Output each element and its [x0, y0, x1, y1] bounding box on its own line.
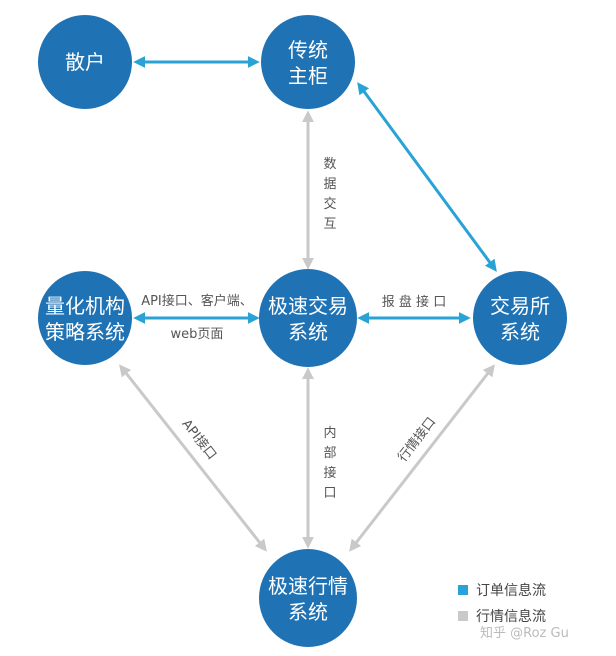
svg-text:接: 接 — [323, 465, 336, 481]
label-api-client: API接口、客户端、 — [141, 293, 253, 309]
svg-text:散户: 散户 — [65, 50, 105, 74]
node-fast-trade: 极速交易 系统 — [259, 269, 357, 367]
legend-order: 订单信息流 — [476, 582, 546, 599]
label-order-report: 报 盘 接 口 — [382, 294, 446, 310]
svg-text:极速交易: 极速交易 — [268, 294, 348, 318]
svg-text:据: 据 — [323, 177, 336, 192]
label-web-page: web页面 — [171, 327, 224, 342]
svg-text:主柜: 主柜 — [288, 64, 328, 88]
svg-text:系统: 系统 — [288, 320, 328, 344]
svg-text:系统: 系统 — [500, 320, 540, 344]
node-fast-quote: 极速行情 系统 — [259, 549, 357, 647]
edge-traditional-exchange — [357, 82, 497, 272]
label-quote-api: 行情接口 — [395, 414, 440, 465]
watermark: 知乎 @Roz Gu — [480, 625, 569, 641]
svg-text:极速行情: 极速行情 — [268, 574, 348, 598]
svg-text:系统: 系统 — [288, 600, 328, 624]
node-traditional-counter: 传统 主柜 — [261, 15, 355, 109]
edge-exchange-fastquote — [349, 364, 495, 552]
legend-quote: 行情信息流 — [476, 608, 546, 625]
svg-text:互: 互 — [323, 217, 336, 232]
label-data-exchange: 数 据 交 互 — [323, 157, 336, 232]
svg-text:量化机构: 量化机构 — [45, 294, 125, 318]
svg-text:策略系统: 策略系统 — [45, 320, 125, 344]
label-internal-api: 内 部 接 口 — [323, 425, 336, 501]
svg-text:传统: 传统 — [288, 38, 328, 62]
node-retail: 散户 — [38, 15, 132, 109]
svg-text:数: 数 — [323, 157, 336, 172]
legend-swatch-quote — [458, 611, 468, 621]
label-api: API接口 — [179, 416, 220, 463]
svg-text:口: 口 — [323, 486, 336, 501]
legend: 订单信息流 行情信息流 — [458, 582, 546, 625]
legend-swatch-order — [458, 585, 468, 595]
svg-text:交易所: 交易所 — [490, 294, 550, 318]
svg-text:部: 部 — [323, 446, 336, 461]
node-exchange: 交易所 系统 — [473, 271, 567, 365]
node-quant-system: 量化机构 策略系统 — [38, 271, 132, 365]
edge-quant-fastquote — [119, 364, 267, 552]
svg-text:内: 内 — [323, 425, 336, 441]
svg-text:交: 交 — [323, 196, 336, 212]
